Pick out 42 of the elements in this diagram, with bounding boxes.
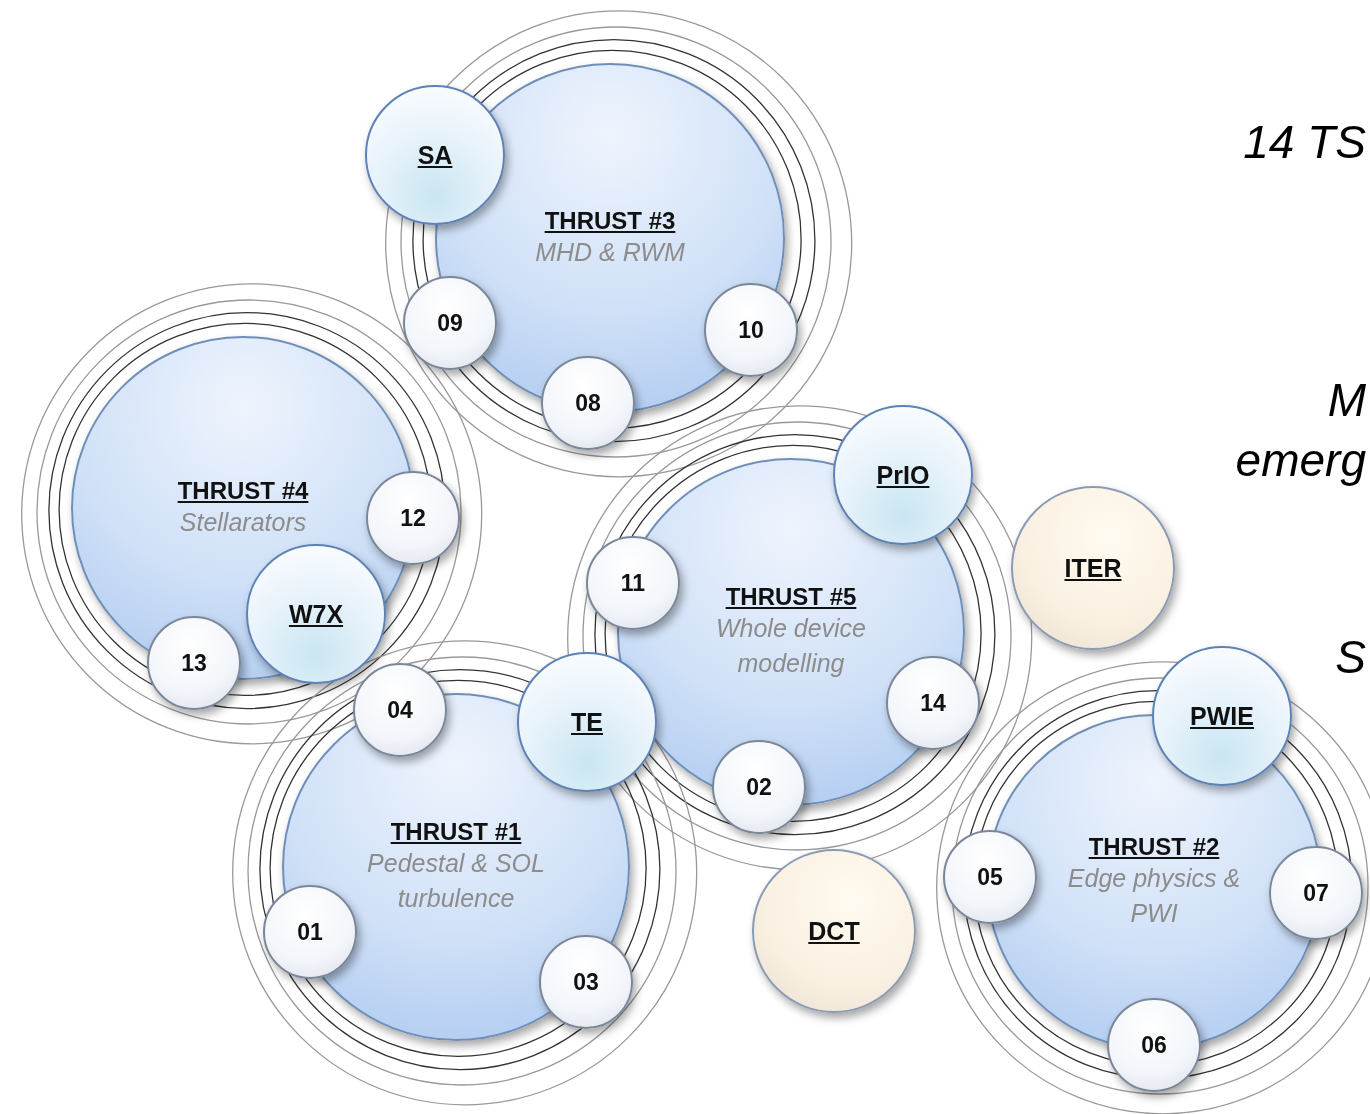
topic-circle <box>1011 486 1175 650</box>
circle-label: W7X <box>288 599 344 629</box>
heading: THRUST #2 <box>1088 833 1220 861</box>
circle-label: 03 <box>573 968 599 996</box>
heading: THRUST #1 <box>390 818 522 846</box>
subtitle: MHD & RWM <box>535 236 685 268</box>
circle-label: TE <box>571 707 603 737</box>
circle-label: 01 <box>297 918 323 946</box>
side-text: emerg <box>1235 433 1366 487</box>
side-text: M <box>1327 373 1366 427</box>
heading: THRUST #5 <box>725 583 857 611</box>
circle-label: 11 <box>620 569 646 597</box>
subtitle: Pedestal & SOL turbulence <box>366 848 546 914</box>
circle-label: 08 <box>575 389 601 417</box>
circle-label: 09 <box>437 309 463 337</box>
circle-label: 02 <box>746 773 772 801</box>
side-text: S <box>1335 630 1366 684</box>
heading: THRUST #4 <box>177 476 309 505</box>
topic-circle <box>365 85 505 225</box>
number-circle <box>943 830 1037 924</box>
circle-label: 12 <box>400 504 426 532</box>
circle-label: ITER <box>1064 553 1122 583</box>
circle-label: 10 <box>738 316 764 344</box>
subtitle: Stellarators <box>179 506 307 538</box>
circle-label: 14 <box>920 689 946 717</box>
circle-label: 13 <box>181 649 207 677</box>
circle-label: 05 <box>977 863 1003 891</box>
side-text: 14 TS <box>1243 115 1366 169</box>
circle-label: SA <box>417 140 453 170</box>
subtitle: Whole device modelling <box>714 613 868 679</box>
circle-label: 06 <box>1141 1031 1167 1059</box>
topic-circle <box>833 405 973 545</box>
heading: THRUST #3 <box>544 206 676 235</box>
circle-label: 04 <box>387 696 413 724</box>
circle-label: PWIE <box>1190 701 1254 731</box>
circle-label: DCT <box>808 916 860 946</box>
circle-label: 07 <box>1303 879 1329 907</box>
subtitle: Edge physics & PWI <box>1066 863 1242 929</box>
number-circle <box>586 536 680 630</box>
topic-circle <box>752 849 916 1013</box>
number-circle <box>403 276 497 370</box>
circle-label: PrIO <box>876 460 930 490</box>
